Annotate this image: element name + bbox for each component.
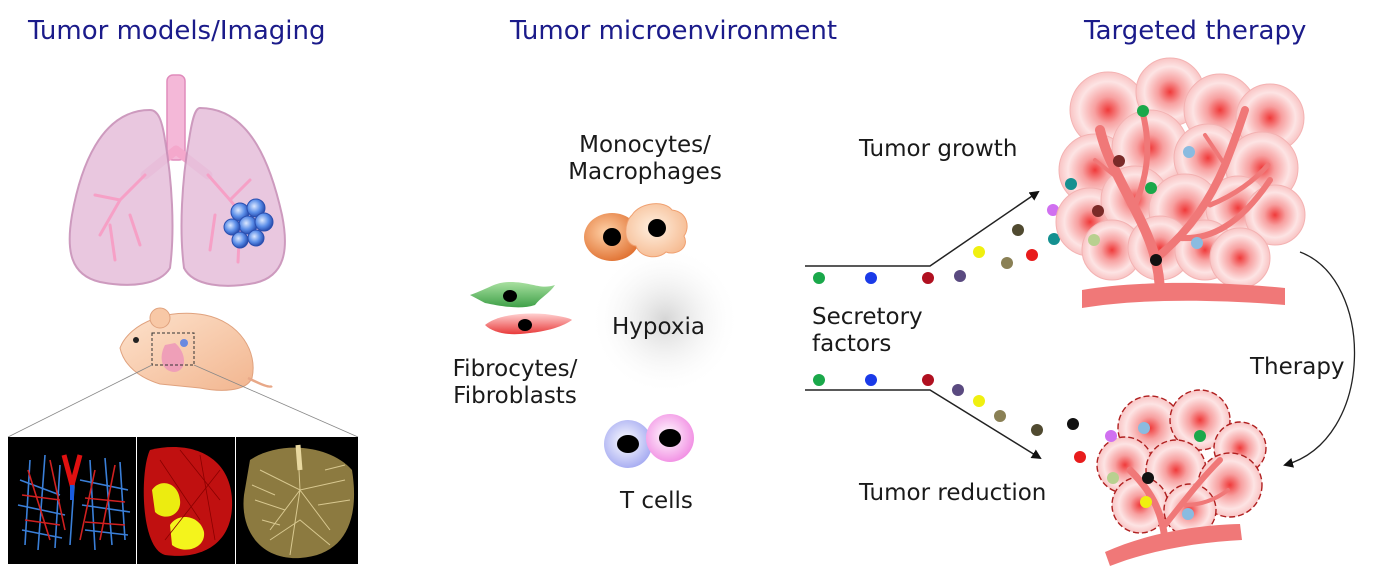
label-tumor-reduction: Tumor reduction: [859, 480, 1047, 506]
imaging-panels: [8, 437, 358, 564]
monocyte-macrophage-cells: [584, 203, 688, 261]
title-tumor-models: Tumor models/Imaging: [28, 16, 326, 46]
tumor-ct-panel: [143, 447, 233, 556]
lung-vessel-cast-panel: [243, 444, 355, 559]
label-t-cells: T cells: [620, 488, 693, 514]
therapy-arrow: [1283, 251, 1356, 468]
label-secretory-line1: Secretory: [812, 304, 923, 330]
label-fibrocytes-fibroblasts: Fibrocytes/ Fibroblasts: [440, 356, 590, 410]
label-fibrocytes-line2: Fibroblasts: [453, 383, 577, 410]
reduced-tumor-dots: [1105, 422, 1206, 520]
title-tumor-microenvironment: Tumor microenvironment: [510, 16, 838, 46]
large-tumor-mass: [1055, 57, 1306, 308]
vascular-imaging-panel: [17, 454, 131, 551]
label-hypoxia: Hypoxia: [612, 314, 705, 340]
lung-tumor-cluster: [223, 198, 274, 249]
label-monocytes-line1: Monocytes/: [579, 132, 711, 158]
secretory-flow-lines: [805, 190, 1042, 460]
hypoxia-glow: [590, 245, 740, 395]
label-fibrocytes-line1: Fibrocytes/: [452, 356, 578, 382]
title-targeted-therapy: Targeted therapy: [1084, 16, 1307, 46]
mouse-illustration: [7, 307, 359, 438]
label-monocytes-macrophages: Monocytes/ Macrophages: [560, 132, 730, 186]
lung-illustration: [68, 74, 286, 287]
reduced-tumor-mass: [1096, 389, 1267, 566]
label-monocytes-line2: Macrophages: [568, 159, 722, 186]
secretory-factor-dots: [813, 204, 1086, 463]
tumor-secretory-dots: [1065, 105, 1203, 266]
fibroblast-cells: [470, 282, 572, 335]
label-secretory-line2: factors: [812, 331, 892, 358]
label-therapy: Therapy: [1250, 354, 1345, 380]
label-tumor-growth: Tumor growth: [859, 136, 1018, 162]
label-secretory-factors: Secretory factors: [812, 304, 923, 358]
t-cells: [604, 414, 694, 468]
